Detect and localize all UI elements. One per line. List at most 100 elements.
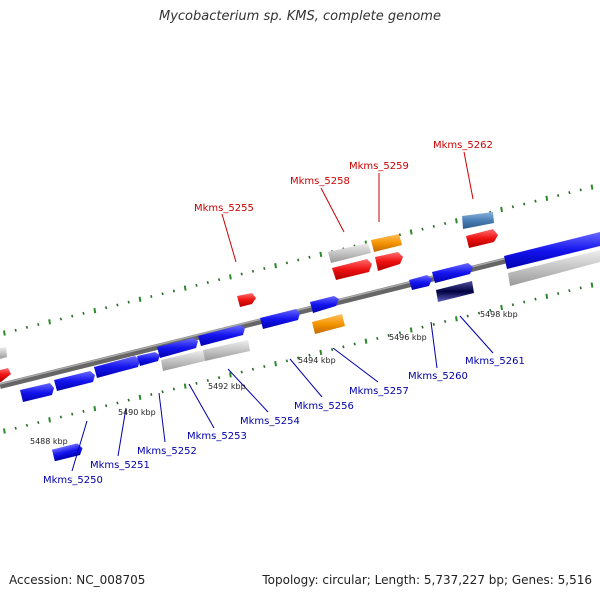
minor-tick: [116, 303, 119, 307]
gene-label: Mkms_5252: [137, 446, 197, 457]
minor-tick: [172, 289, 176, 293]
gene-feature: [161, 350, 205, 371]
minor-tick: [432, 322, 435, 326]
minor-tick: [342, 345, 345, 349]
minor-tick: [150, 295, 153, 299]
minor-tick: [240, 370, 243, 374]
gene-feature: [332, 259, 372, 280]
minor-tick: [240, 272, 243, 276]
minor-tick: [511, 303, 515, 307]
major-tick: [500, 304, 503, 311]
major-tick: [500, 206, 503, 213]
gene-label: Mkms_5261: [465, 356, 525, 367]
callout-lines: [71, 151, 494, 472]
feature-track: [51, 443, 83, 462]
minor-tick: [161, 390, 164, 394]
minor-tick: [568, 289, 571, 293]
minor-tick: [37, 323, 40, 327]
major-tick: [93, 405, 97, 412]
topology-text: Topology: circular; Length: 5,737,227 bp…: [262, 573, 592, 587]
minor-tick: [511, 205, 515, 209]
minor-tick: [161, 292, 164, 296]
minor-tick: [308, 353, 311, 357]
major-tick: [229, 372, 232, 378]
major-tick: [274, 263, 277, 269]
gene-feature: [328, 243, 371, 263]
major-tick: [409, 327, 413, 333]
scale-label: 5488 kbp: [30, 437, 68, 446]
gene-label: Mkms_5260: [408, 371, 468, 382]
minor-tick: [387, 334, 390, 338]
minor-tick: [556, 292, 560, 296]
gene-label: Mkms_5256: [294, 401, 354, 412]
minor-tick: [466, 314, 469, 318]
minor-tick: [308, 255, 311, 259]
major-tick: [545, 195, 549, 201]
gene-feature: [371, 234, 402, 252]
minor-tick: [14, 328, 17, 332]
minor-tick: [104, 306, 108, 310]
gene-feature: [51, 443, 83, 462]
minor-tick: [206, 280, 209, 284]
minor-tick: [285, 359, 289, 363]
major-tick: [93, 307, 97, 314]
minor-tick: [534, 297, 537, 301]
major-tick: [590, 282, 594, 288]
gene-feature: [508, 250, 600, 286]
major-tick: [590, 184, 594, 190]
scale-label: 5490 kbp: [118, 408, 156, 417]
map-title: Mycobacterium sp. KMS, complete genome: [159, 9, 441, 24]
gene-feature: [198, 325, 245, 346]
minor-tick: [263, 364, 266, 368]
minor-tick: [579, 188, 582, 192]
minor-tick: [104, 404, 108, 408]
gene-label: Mkms_5257: [349, 386, 409, 397]
gene-feature: [94, 356, 140, 378]
minor-tick: [116, 401, 119, 405]
minor-tick: [523, 300, 526, 304]
gene-feature: [310, 296, 339, 313]
minor-tick: [534, 199, 537, 203]
minor-tick: [443, 320, 447, 324]
minor-tick: [421, 227, 424, 231]
minor-tick: [172, 387, 176, 391]
major-tick: [319, 349, 323, 356]
minor-tick: [251, 269, 255, 273]
minor-tick: [150, 393, 153, 397]
minor-tick: [376, 336, 379, 340]
minor-tick: [71, 314, 74, 318]
gene-label: Mkms_5251: [90, 460, 150, 471]
gene-feature: [260, 309, 300, 329]
major-tick: [364, 338, 368, 344]
gene-feature: [157, 338, 198, 358]
minor-tick: [523, 202, 526, 206]
major-tick: [138, 394, 142, 400]
minor-tick: [195, 283, 198, 287]
minor-tick: [82, 311, 85, 315]
gene-feature: [137, 352, 160, 366]
minor-tick: [297, 356, 300, 360]
major-tick: [183, 285, 187, 291]
gene-label: Mkms_5253: [187, 431, 247, 442]
minor-tick: [195, 381, 198, 385]
minor-tick: [127, 398, 130, 402]
minor-tick: [37, 421, 40, 425]
gene-feature: [409, 275, 432, 290]
minor-tick: [59, 415, 63, 419]
major-tick: [3, 428, 6, 434]
minor-tick: [489, 308, 492, 312]
minor-tick: [330, 348, 334, 352]
minor-tick: [579, 286, 582, 290]
major-tick: [455, 316, 458, 322]
scale-label: 5492 kbp: [208, 382, 246, 391]
scale-label: 5498 kbp: [480, 310, 518, 319]
minor-tick: [206, 378, 209, 382]
gene-feature: [237, 293, 256, 307]
tick-row-bottom: [3, 282, 594, 434]
minor-tick: [556, 194, 560, 198]
major-tick: [409, 229, 413, 235]
gene-feature: [436, 281, 474, 302]
minor-tick: [263, 266, 266, 270]
minor-tick: [25, 423, 29, 427]
